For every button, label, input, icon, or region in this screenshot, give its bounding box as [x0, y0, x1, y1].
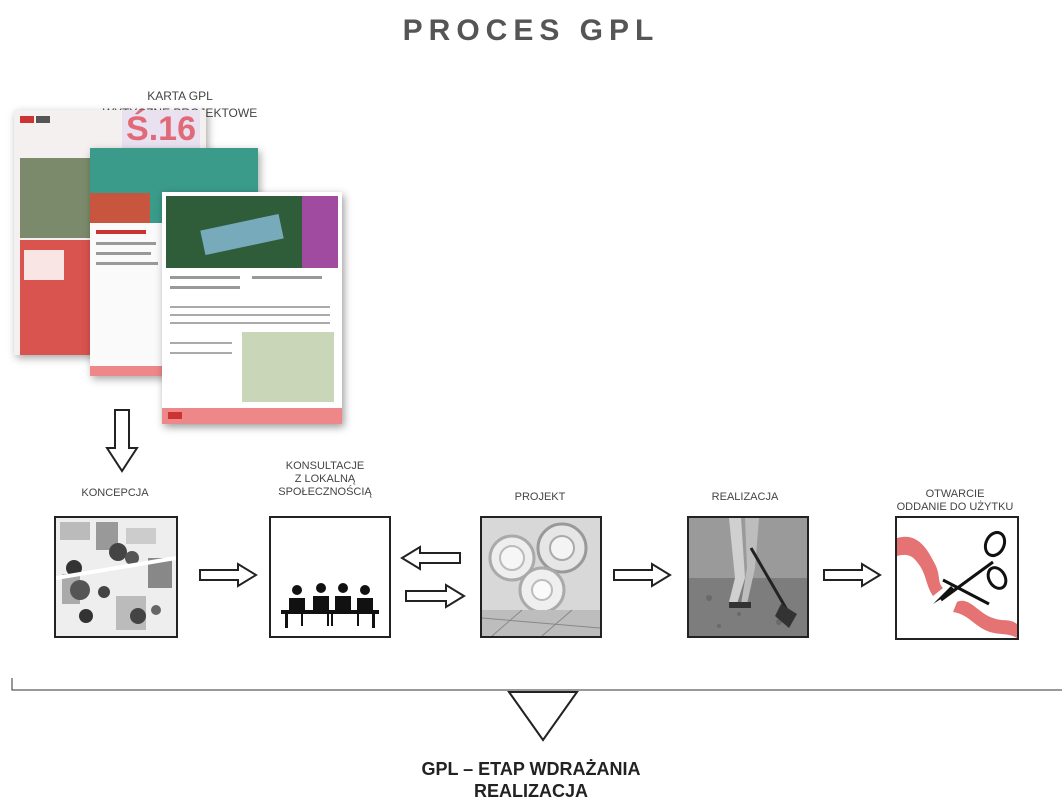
shovel-worker-icon [689, 518, 807, 636]
ribbon-scissors-icon [897, 518, 1017, 638]
stage-box-koncepcja [54, 516, 178, 638]
guideline-card-front [162, 192, 342, 424]
stage-box-otwarcie [895, 516, 1019, 640]
guideline-cards-stack: Ś.16 [10, 110, 350, 430]
stage-label-konsultacje: KONSULTACJE Z LOKALNĄ SPOŁECZNOŚCIĄ [278, 460, 372, 498]
stage-label-otwarcie: OTWARCIE ODDANIE DO UŻYTKU [896, 488, 1014, 513]
stage-box-realizacja [687, 516, 809, 638]
diagram-title: PROCES GPL [402, 14, 660, 47]
right-arrow-icon [199, 562, 258, 588]
stage-box-projekt [480, 516, 602, 638]
right-arrow-icon [823, 562, 882, 588]
right-arrow-icon [613, 562, 672, 588]
site-plan-icon [56, 518, 176, 636]
stage-box-konsultacje [269, 516, 391, 638]
card-label-line1: KARTA GPL [147, 89, 213, 103]
implementation-stage-title: GPL – ETAP WDRAŻANIA REALIZACJA [0, 758, 1062, 802]
implementation-line1: GPL – ETAP WDRAŻANIA [421, 759, 641, 779]
card-badge: Ś.16 [122, 110, 200, 149]
meeting-people-icon [271, 518, 389, 636]
process-bracket-line [11, 678, 1062, 691]
right-arrow-icon [405, 583, 466, 609]
left-arrow-icon [400, 545, 461, 571]
down-arrow-icon [105, 409, 139, 473]
blueprint-rolls-icon [482, 518, 600, 636]
stage-label-realizacja: REALIZACJA [711, 491, 779, 503]
implementation-line2: REALIZACJA [473, 781, 588, 801]
stage-label-koncepcja: KONCEPCJA [81, 487, 149, 499]
down-triangle-icon [507, 691, 579, 742]
stage-label-projekt: PROJEKT [514, 491, 566, 503]
